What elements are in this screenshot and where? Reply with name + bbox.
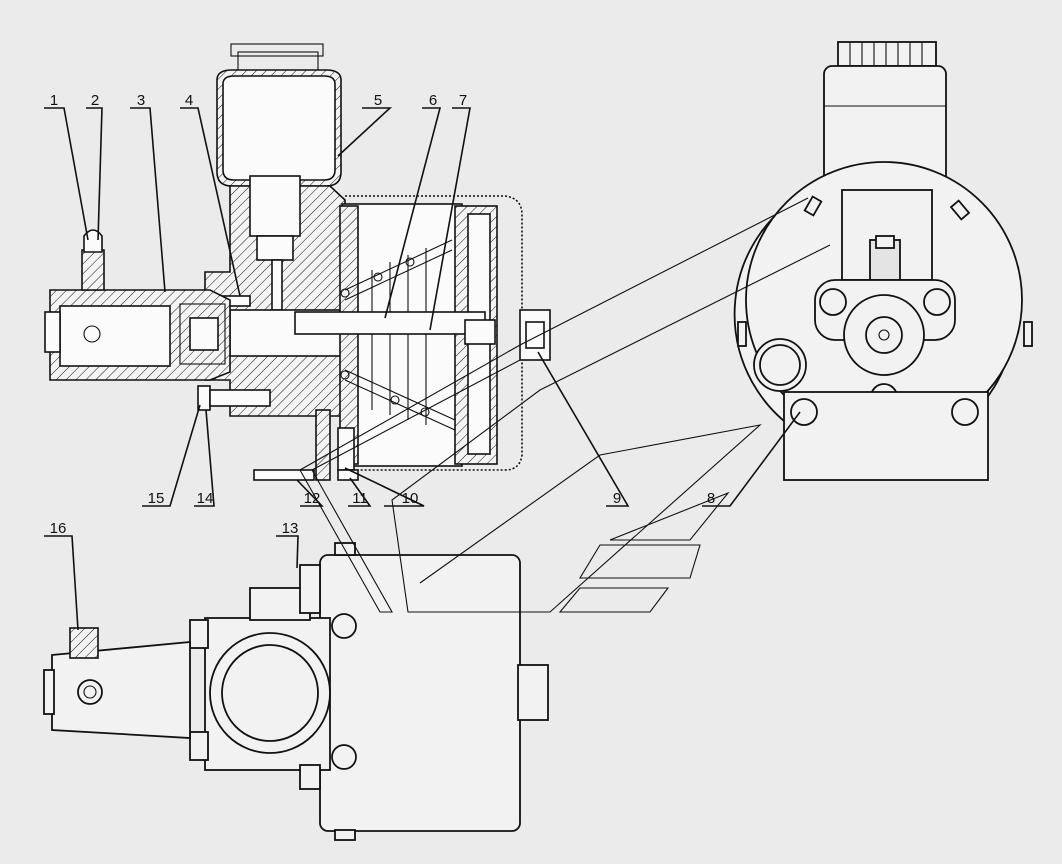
callout-4: 4 <box>185 92 193 109</box>
callout-7: 7 <box>459 92 467 109</box>
callout-6: 6 <box>429 92 437 109</box>
callout-15: 15 <box>148 490 165 507</box>
callout-11: 11 <box>352 490 368 507</box>
callout-2: 2 <box>91 92 99 109</box>
side-view <box>733 41 1033 481</box>
view-arrows <box>299 197 831 613</box>
callout-8: 8 <box>707 490 715 507</box>
booster-chamber <box>253 195 551 481</box>
leader-lines <box>44 107 801 631</box>
bottom-view <box>43 542 549 841</box>
master-cylinder-housing <box>204 175 351 417</box>
callout-13: 13 <box>282 520 299 537</box>
callout-5: 5 <box>374 92 382 109</box>
callout-12: 12 <box>304 490 321 507</box>
callout-14: 14 <box>197 490 214 507</box>
breather-fitting <box>81 229 105 291</box>
valve-housing <box>44 289 231 381</box>
callout-labels: 1 2 3 4 5 6 7 8 9 10 11 12 13 14 15 16 <box>50 92 716 537</box>
callout-10: 10 <box>402 490 419 507</box>
callout-16: 16 <box>50 520 67 537</box>
callout-3: 3 <box>137 92 145 109</box>
section-view <box>44 43 551 481</box>
reservoir-section <box>216 43 342 187</box>
callout-9: 9 <box>613 490 621 507</box>
bleed-bolt <box>197 385 271 411</box>
callout-1: 1 <box>50 92 58 109</box>
